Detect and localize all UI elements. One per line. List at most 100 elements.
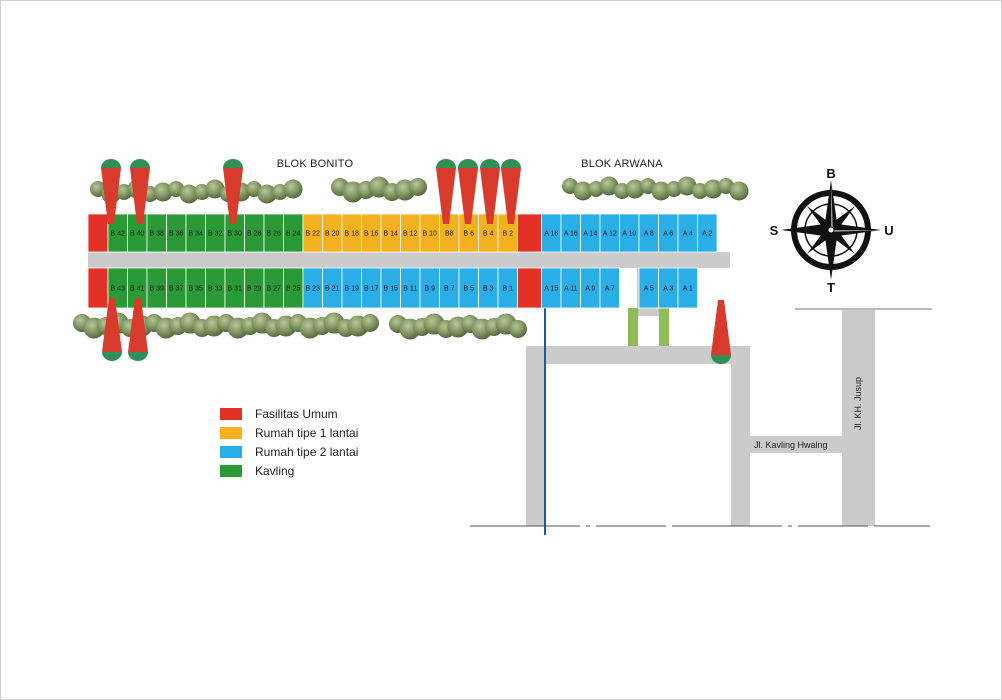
- lot-b10: B 10: [419, 213, 440, 253]
- lot-label: B 5: [463, 286, 474, 293]
- public-facility-lot: [517, 213, 542, 253]
- marker-icon: [223, 159, 243, 224]
- tree: [179, 184, 199, 204]
- lot-label: A 18: [544, 231, 558, 238]
- lot-b33: B 33: [205, 267, 226, 309]
- lot-label: A 10: [622, 231, 636, 238]
- lot-label: B 32: [208, 231, 223, 238]
- lot-shape: [87, 267, 109, 309]
- legend-swatch-tipe1: [220, 426, 242, 439]
- tree: [205, 179, 225, 199]
- legend-item: Rumah tipe 2 lantai: [220, 442, 358, 461]
- lot-label: A 3: [663, 286, 673, 293]
- lot-a6: A 6: [658, 213, 679, 253]
- pathway-right: [659, 308, 669, 346]
- lot-label: B 7: [444, 286, 455, 293]
- lot-shape: [517, 267, 542, 309]
- road-label-kavling-hwalng: Jl. Kavling Hwalng: [754, 440, 828, 450]
- lot-b15: B 15: [380, 267, 401, 309]
- lot-a7: A 7: [599, 267, 620, 309]
- lot-b9: B 9: [419, 267, 440, 309]
- legend-label: Rumah tipe 1 lantai: [255, 425, 359, 440]
- lot-label: B 22: [306, 231, 321, 238]
- legend-item: Kavling: [220, 461, 358, 480]
- tree: [257, 184, 277, 204]
- lot-label: B 24: [286, 231, 301, 238]
- lot-label: A 14: [583, 231, 597, 238]
- block-label-bonito: BLOK BONITO: [277, 158, 354, 170]
- lot-b19: B 19: [341, 267, 362, 309]
- legend: Fasilitas Umum Rumah tipe 1 lantai Rumah…: [220, 404, 358, 480]
- lot-b27: B 27: [263, 267, 284, 309]
- tree: [599, 176, 619, 196]
- lot-label: A 1: [683, 286, 693, 293]
- compass-center: [827, 226, 835, 234]
- lot-label: B 15: [384, 286, 399, 293]
- lot-label: A 2: [702, 231, 712, 238]
- lot-label: A 16: [564, 231, 578, 238]
- tree: [153, 182, 173, 202]
- marker-icon: [711, 300, 731, 364]
- lot-b22: B 22: [302, 213, 323, 253]
- tree: [729, 181, 749, 201]
- tree: [677, 176, 697, 196]
- marker-icon: [501, 159, 521, 224]
- tree: [361, 314, 379, 332]
- lot-shape: [517, 213, 542, 253]
- public-facility-lot: [87, 213, 109, 253]
- lot-b21: B 21: [322, 267, 343, 309]
- lot-label: B 38: [150, 231, 165, 238]
- lot-b18: B 18: [341, 213, 362, 253]
- kavling-hwalng-road: [750, 436, 842, 453]
- south-road: [526, 346, 750, 364]
- compass-needle-west: [781, 223, 831, 237]
- lot-label: B 14: [384, 231, 399, 238]
- lot-shape: [599, 267, 620, 309]
- lot-label: B 10: [423, 231, 438, 238]
- lot-label: B 18: [345, 231, 360, 238]
- lot-b7: B 7: [439, 267, 460, 309]
- marker-icon: [480, 159, 500, 224]
- lot-label: B 41: [130, 286, 145, 293]
- lot-shape: [87, 213, 109, 253]
- lot-label: B 35: [189, 286, 204, 293]
- lot-b23: B 23: [302, 267, 323, 309]
- lot-label: B 27: [267, 286, 282, 293]
- marker-icon: [436, 159, 456, 224]
- lot-label: B 33: [208, 286, 223, 293]
- lot-a11: A 11: [560, 267, 581, 309]
- legend-label: Fasilitas Umum: [255, 406, 338, 421]
- lot-b11: B 11: [400, 267, 421, 309]
- lot-shape: [677, 267, 698, 309]
- lot-label: B 25: [286, 286, 301, 293]
- lot-label: B 3: [483, 286, 494, 293]
- legend-swatch-kavling: [220, 464, 242, 477]
- lot-label: A 8: [644, 231, 654, 238]
- block-label-arwana: BLOK ARWANA: [581, 158, 663, 170]
- compass-rose: B T S U: [770, 166, 894, 295]
- lot-a5: A 5: [638, 267, 659, 309]
- lot-b24: B 24: [283, 213, 304, 253]
- lot-label: A 4: [683, 231, 693, 238]
- lot-label: B 43: [111, 286, 126, 293]
- lot-label: B 40: [130, 231, 145, 238]
- lot-label: B 28: [247, 231, 262, 238]
- lot-label: B 42: [111, 231, 126, 238]
- marker-icon: [101, 159, 121, 224]
- tree: [573, 181, 593, 201]
- tree: [409, 178, 427, 196]
- lot-label: B 9: [424, 286, 435, 293]
- lot-b20: B 20: [322, 213, 343, 253]
- lot-label: B 1: [502, 286, 513, 293]
- lot-a9: A 9: [580, 267, 601, 309]
- lot-b1: B 1: [497, 267, 518, 309]
- lot-b31: B 31: [224, 267, 245, 309]
- compass-west: S: [770, 223, 779, 238]
- tree: [625, 179, 645, 199]
- lot-b5: B 5: [458, 267, 479, 309]
- compass-south: T: [827, 280, 835, 295]
- lot-a15: A 15: [541, 267, 562, 309]
- legend-item: Fasilitas Umum: [220, 404, 358, 423]
